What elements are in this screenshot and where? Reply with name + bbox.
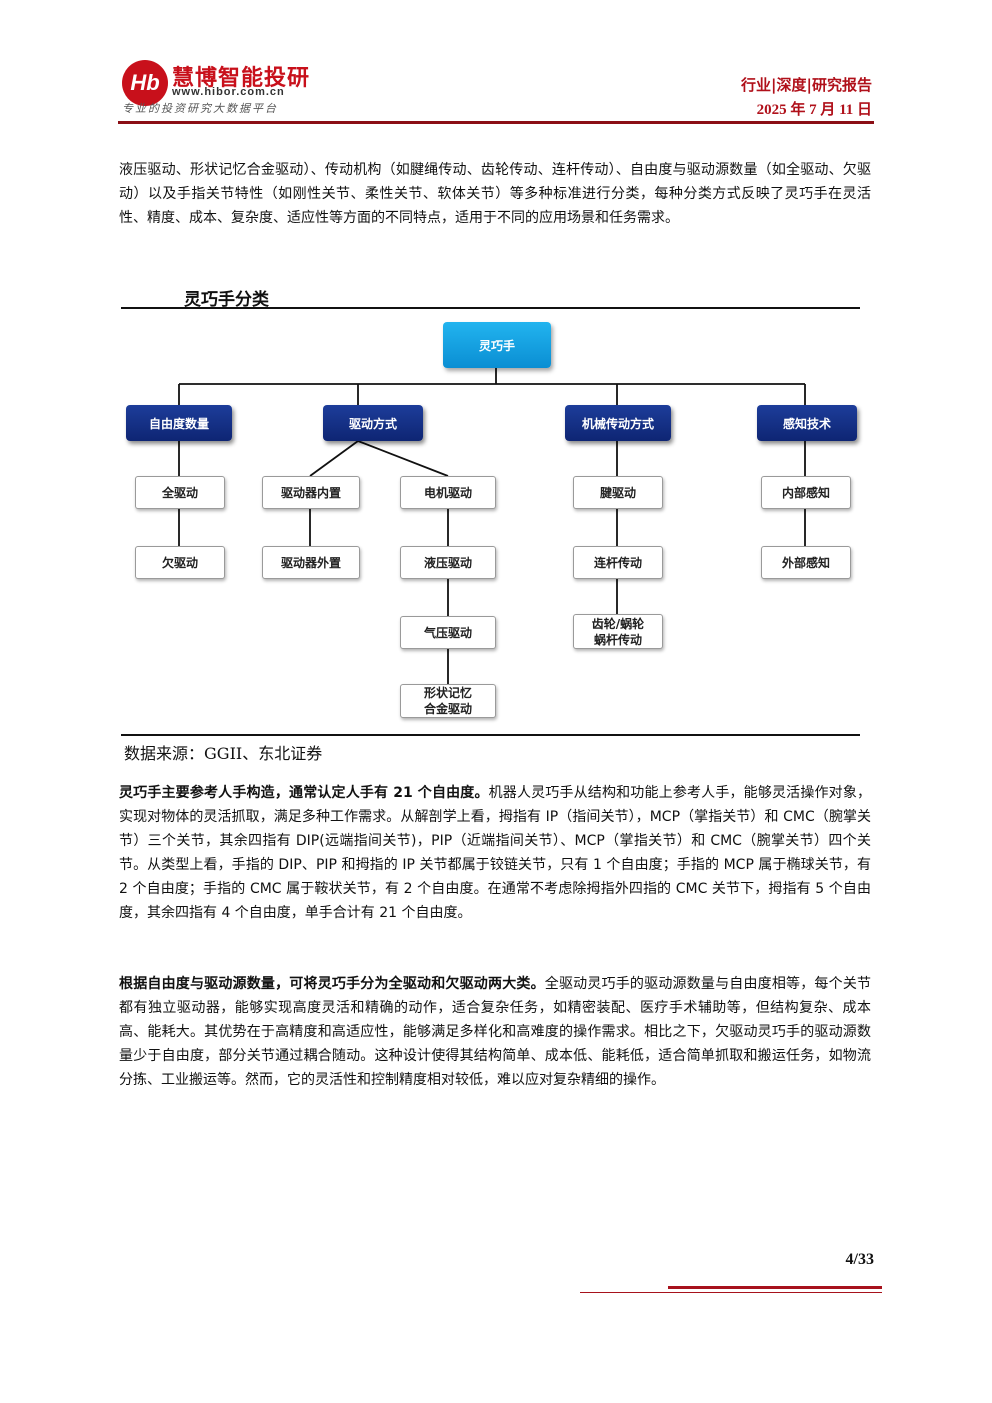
category-sensing: 感知技术	[757, 405, 857, 441]
leaf-internal-sensing: 内部感知	[761, 476, 851, 509]
leaf-under-drive: 欠驱动	[135, 546, 225, 579]
header-divider	[118, 121, 874, 124]
paragraph-drive-types-body: 全驱动灵巧手的驱动源数量与自由度相等，每个关节都有独立驱动器，能够实现高度灵活和…	[119, 976, 872, 1088]
category-mechanical: 机械传动方式	[565, 405, 671, 441]
report-type: 行业|深度|研究报告	[741, 76, 872, 94]
report-date: 2025 年 7 月 11 日	[756, 102, 872, 118]
category-drive: 驱动方式	[323, 405, 423, 441]
figure-top-rule	[121, 307, 860, 309]
leaf-actuator-external: 驱动器外置	[262, 546, 360, 579]
footer-rule-thick	[668, 1286, 882, 1289]
paragraph-dof-body: 机器人灵巧手从结构和功能上参考人手，能够灵活操作对象，实现对物体的灵活抓取，满足…	[119, 785, 872, 921]
leaf-gear-worm-drive: 齿轮/蜗轮 蜗杆传动	[573, 614, 663, 649]
figure-title: 灵巧手分类	[184, 290, 269, 310]
tree-root-node: 灵巧手	[443, 322, 551, 368]
leaf-external-sensing: 外部感知	[761, 546, 851, 579]
leaf-hydraulic-drive: 液压驱动	[400, 546, 496, 579]
intro-paragraph: 液压驱动、形状记忆合金驱动）、传动机构（如腱绳传动、齿轮传动、连杆传动）、自由度…	[119, 162, 871, 226]
hibor-logo-icon: Hb	[122, 60, 168, 106]
leaf-tendon-drive: 腱驱动	[573, 476, 663, 509]
leaf-motor-drive: 电机驱动	[400, 476, 496, 509]
brand-name: 慧博智能投研	[172, 66, 311, 91]
page-number: 4/33	[845, 1251, 874, 1268]
figure-bottom-rule	[121, 734, 860, 736]
brand-url: www.hibor.com.cn	[172, 86, 285, 98]
paragraph-drive-types-lead: 根据自由度与驱动源数量，可将灵巧手分为全驱动和欠驱动两大类。	[119, 976, 545, 992]
paragraph-dof: 灵巧手主要参考人手构造，通常认定人手有 21 个自由度。机器人灵巧手从结构和功能…	[119, 781, 871, 925]
leaf-sma-drive: 形状记忆 合金驱动	[400, 684, 496, 718]
brand-slogan: 专业的投资研究大数据平台	[122, 102, 278, 115]
paragraph-dof-lead: 灵巧手主要参考人手构造，通常认定人手有 21 个自由度。	[119, 785, 489, 801]
paragraph-drive-types: 根据自由度与驱动源数量，可将灵巧手分为全驱动和欠驱动两大类。全驱动灵巧手的驱动源…	[119, 972, 871, 1092]
leaf-pneumatic-drive: 气压驱动	[400, 616, 496, 649]
footer-rule-thin	[580, 1292, 882, 1293]
figure-source: 数据来源：GGII、东北证券	[124, 744, 323, 763]
leaf-full-drive: 全驱动	[135, 476, 225, 509]
leaf-actuator-internal: 驱动器内置	[262, 476, 360, 509]
leaf-linkage-drive: 连杆传动	[573, 546, 663, 579]
category-dof: 自由度数量	[126, 405, 232, 441]
